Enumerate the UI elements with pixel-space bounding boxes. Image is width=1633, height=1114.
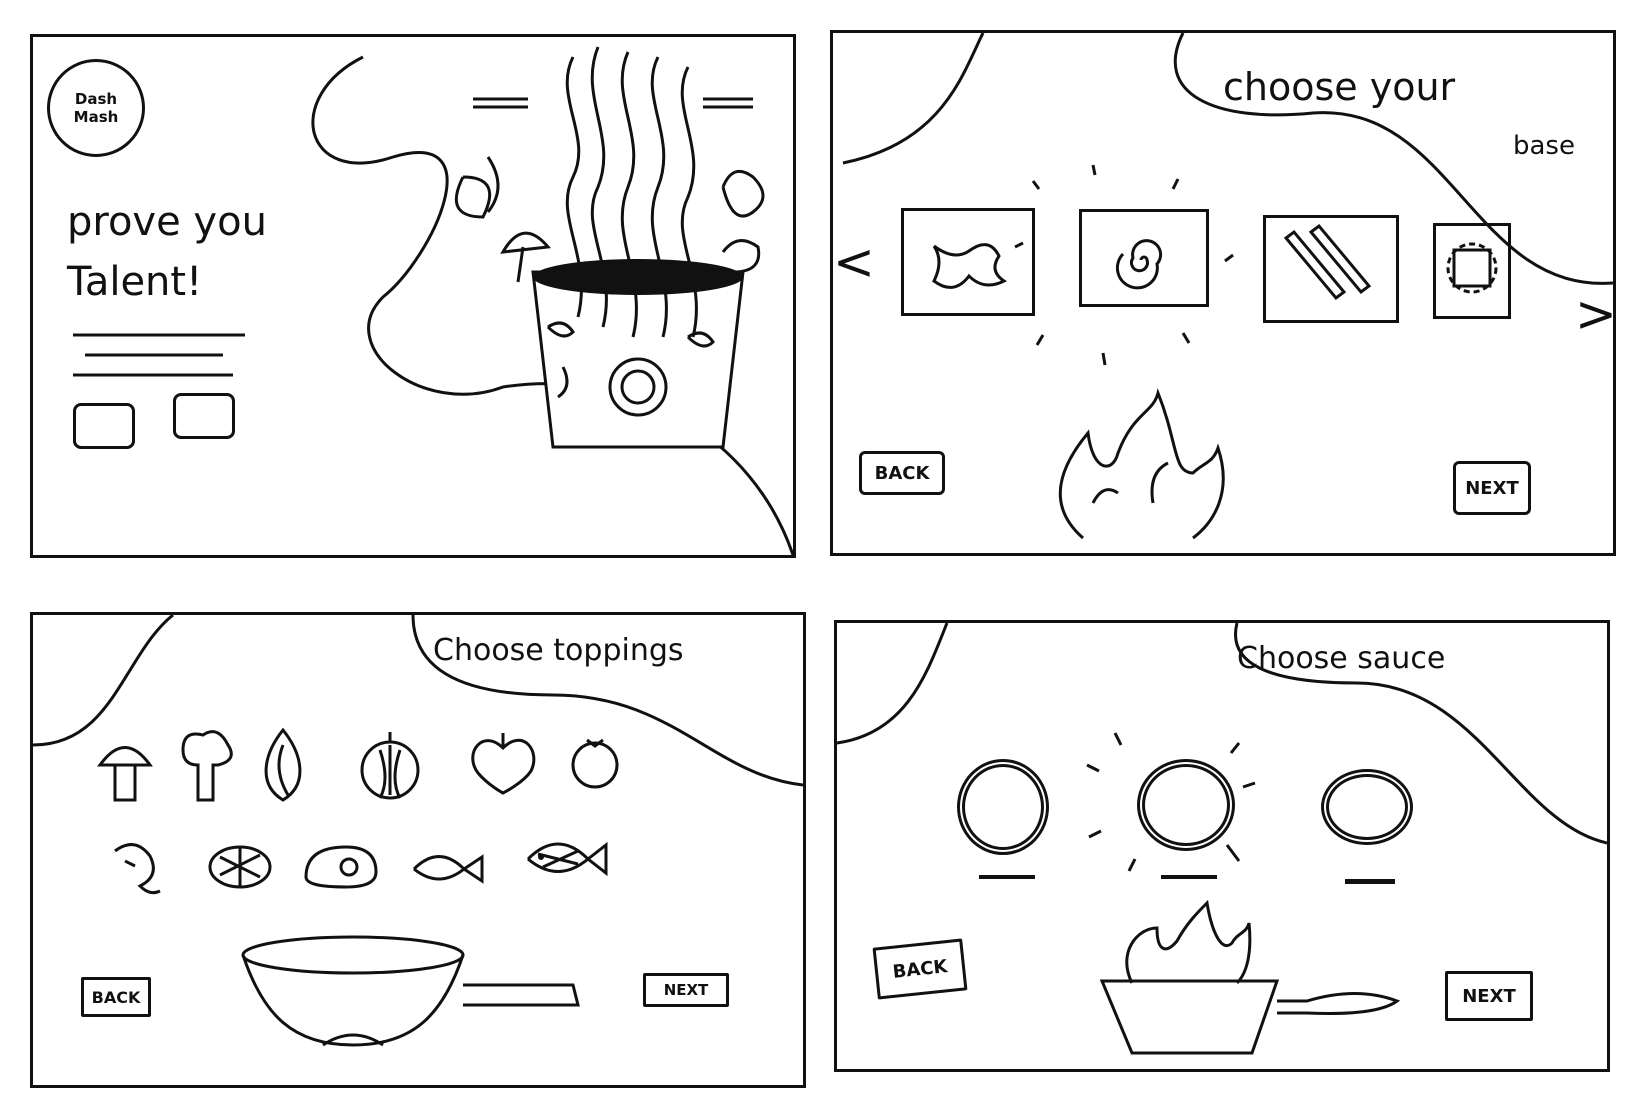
topping-steak-icon[interactable] [205,837,275,897]
ravioli-icon [1446,242,1498,294]
base-back-button[interactable]: BACK [859,451,945,495]
sauce-title: Choose sauce [1237,641,1446,676]
headline-line2: Talent! [67,259,203,305]
topping-pepper-icon[interactable] [463,723,543,803]
noodles-icon [565,46,698,338]
sauce-bowl-icon-3 [1321,769,1413,845]
sauce-label-line-2 [1161,875,1217,879]
topping-mushroom-icon[interactable] [95,735,155,805]
sauce-bowl-icon-1 [957,759,1049,855]
spiral-pasta-icon [1115,239,1163,290]
topping-shrimp-icon[interactable] [105,831,175,901]
sauce-option-1[interactable] [957,759,1057,879]
base-option-penne[interactable] [1263,215,1399,323]
base-title-line1: choose your [1223,65,1456,109]
base-next-button[interactable]: NEXT [1453,461,1531,515]
choose-toppings-panel: Choose toppings BACK NEXT [30,612,806,1088]
logo-badge: Dash Mash [47,59,145,157]
choose-sauce-artwork [837,623,1607,1055]
topping-onion-icon[interactable] [355,725,425,805]
farfalle-icon [932,243,1007,289]
broccoli-icon [721,169,765,218]
logo-text-line2: Mash [73,108,119,126]
toppings-back-button[interactable]: BACK [81,977,151,1017]
start-screen-artwork [73,46,793,555]
mixing-bowl-icon [241,935,580,1047]
topping-ham-icon[interactable] [301,837,381,897]
sauce-label-line-1 [979,875,1035,879]
topping-garlic-icon[interactable] [253,725,313,805]
choose-sauce-panel: Choose sauce BACK NEXT [834,620,1610,1072]
frying-pan-icon [1099,899,1401,1055]
sauce-option-2[interactable] [1137,759,1237,879]
choose-toppings-artwork [33,615,803,1047]
leaf-icon [454,175,492,219]
base-option-ravioli[interactable] [1433,223,1511,319]
logo-text-line1: Dash [74,90,118,108]
sauce-back-button[interactable]: BACK [872,938,968,1000]
topping-small-fish-icon[interactable] [409,841,489,891]
penne-icon [1283,223,1372,301]
topping-tomato-icon[interactable] [565,725,625,795]
shrimp-icon [721,239,761,274]
base-option-spiral[interactable] [1079,209,1209,307]
toppings-title: Choose toppings [433,633,684,668]
fire-icon [1058,388,1225,540]
base-option-farfalle[interactable] [901,208,1035,316]
sauce-next-button[interactable]: NEXT [1445,971,1533,1021]
sauce-label-line-3 [1345,879,1395,884]
base-title-line2: base [1513,131,1575,161]
topping-fish-icon[interactable] [523,829,613,889]
headline-line1: prove you [67,199,267,245]
start-screen-panel: Dash Mash prove you Talent! [30,34,796,558]
topping-broccoli-icon[interactable] [173,725,233,805]
mushroom-icon [500,231,551,283]
start-option-button-left[interactable] [73,403,135,449]
carousel-prev-arrow[interactable]: < [833,233,875,291]
choose-base-artwork [842,33,1613,540]
sauce-bowl-icon-2 [1137,759,1235,851]
sauce-option-3[interactable] [1321,769,1421,884]
choose-base-panel: choose your base < > BACK NEXT [830,30,1617,556]
toppings-next-button[interactable]: NEXT [643,973,729,1007]
carousel-next-arrow[interactable]: > [1575,285,1617,343]
start-option-button-right[interactable] [173,393,235,439]
